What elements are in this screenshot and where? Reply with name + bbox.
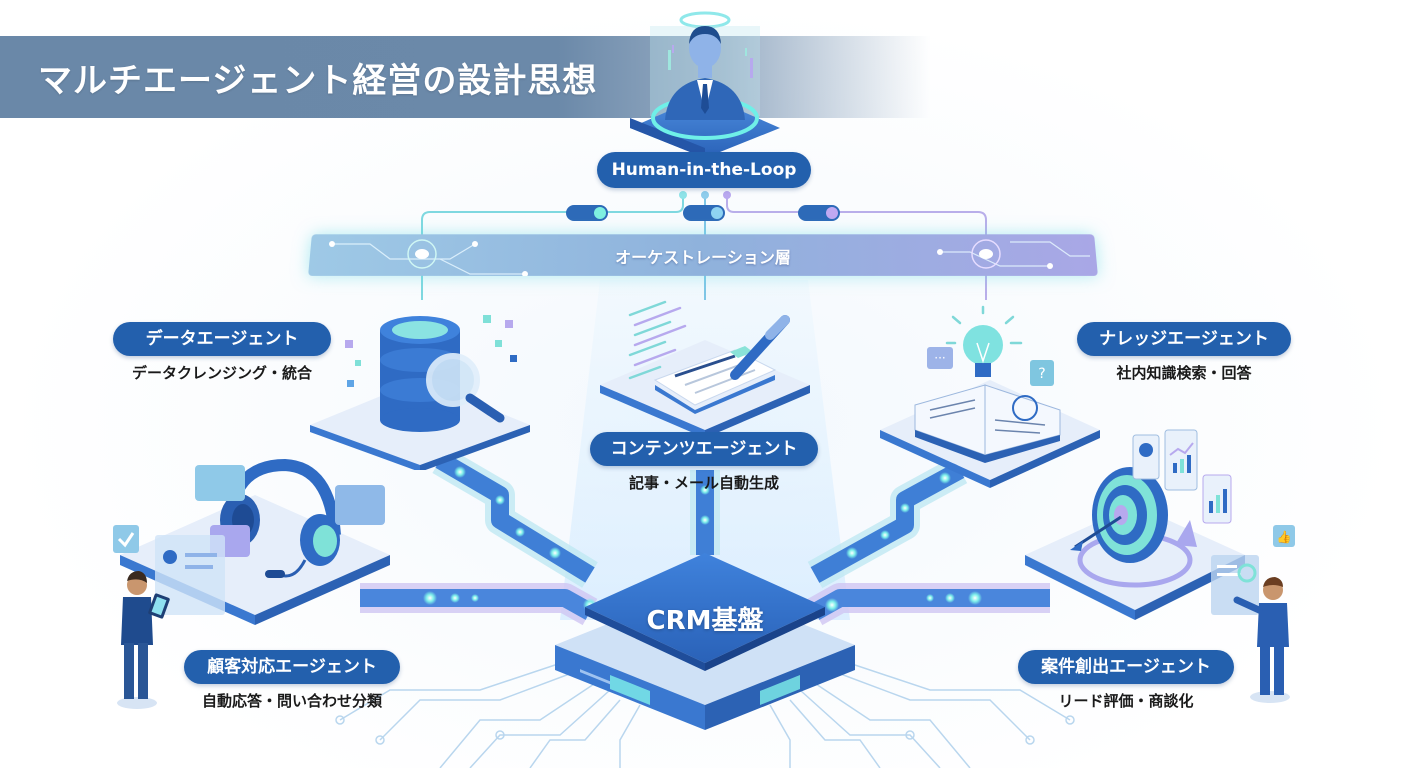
database-search-icon <box>310 315 530 470</box>
headset-icon <box>113 458 390 709</box>
toggle-switch-center[interactable] <box>683 205 725 221</box>
human-in-the-loop-label: Human-in-the-Loop <box>597 152 811 188</box>
support-agent-label: 顧客対応エージェント <box>184 650 400 684</box>
orchestration-layer-label: オーケストレーション層 <box>615 248 791 267</box>
support-agent-description: 自動応答・問い合わせ分類 <box>201 692 382 710</box>
toggle-switch-right[interactable] <box>798 205 840 221</box>
bottom-circuit-traces <box>335 659 1075 768</box>
data-agent-description: データクレンジング・統合 <box>131 364 312 382</box>
document-pen-icon <box>600 300 810 438</box>
knowledge-agent-description: 社内知識検索・回答 <box>1116 364 1252 382</box>
content-agent-label: コンテンツエージェント <box>590 432 818 466</box>
circuit-paths <box>360 447 1050 626</box>
target-icon: 👍 <box>1025 429 1295 703</box>
deal-agent-description: リード評価・商談化 <box>1058 692 1194 710</box>
toggle-switch-left[interactable] <box>566 205 608 221</box>
content-agent-description: 記事・メール自動生成 <box>628 474 779 492</box>
lightbulb-book-icon: ··· ? <box>880 305 1100 488</box>
circuit-glow-dots <box>423 466 982 612</box>
svg-text:?: ? <box>1038 366 1045 382</box>
crm-platform-icon <box>555 553 855 730</box>
title-banner <box>0 36 930 118</box>
page-title: マルチエージェント経営の設計思想 <box>38 61 598 101</box>
crm-core-label: CRM基盤 <box>646 606 764 636</box>
svg-text:···: ··· <box>934 351 945 365</box>
data-agent-label: データエージェント <box>113 322 331 356</box>
svg-text:👍: 👍 <box>1277 530 1292 544</box>
human-figure-icon <box>630 11 780 158</box>
knowledge-agent-label: ナレッジエージェント <box>1077 322 1291 356</box>
deal-agent-label: 案件創出エージェント <box>1018 650 1234 684</box>
orchestration-circuit-icon <box>329 239 1090 276</box>
